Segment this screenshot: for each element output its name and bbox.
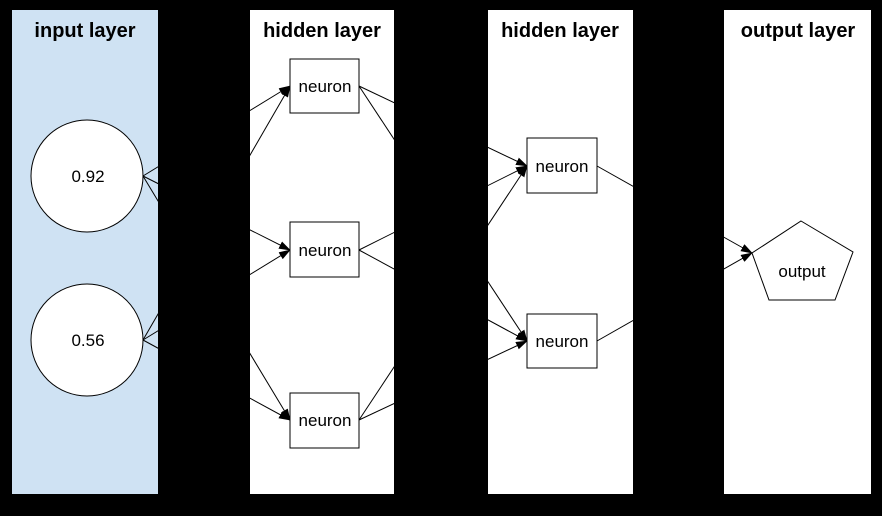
panel-hidden-layer-2-bg [488,10,633,494]
output-pentagon[interactable] [751,220,854,301]
panel-output-layer-title: output layer [741,20,856,42]
panel-input-layer-title: input layer [34,20,135,42]
node-hidden2-neuron-2[interactable]: neuron [526,313,598,369]
panel-hidden-layer-1-title: hidden layer [263,20,381,42]
hidden1-neuron-1-label: neuron [299,77,352,96]
output-label: output [778,262,826,281]
hidden1-neuron-3-box[interactable] [289,392,360,449]
node-input-2[interactable]: 0.56 [30,283,144,397]
panel-input-layer-bg [12,10,158,494]
input-circle-1[interactable] [30,119,144,233]
input-circle-2[interactable] [30,283,144,397]
node-hidden2-neuron-1[interactable]: neuron [526,137,598,194]
node-output[interactable]: output [751,220,854,301]
hidden2-neuron-2-box[interactable] [526,313,598,369]
gap-cover-1 [158,0,250,516]
node-hidden1-neuron-2[interactable]: neuron [289,221,360,278]
hidden2-neuron-1-label: neuron [536,157,589,176]
hidden1-neuron-2-box[interactable] [289,221,360,278]
hidden1-neuron-1-box[interactable] [289,58,360,114]
panel-gap-covers [158,0,724,516]
gap-cover-3 [633,0,724,516]
hidden1-neuron-2-label: neuron [299,241,352,260]
gap-cover-2 [394,0,488,516]
panel-hidden-layer-2: hidden layer [488,10,633,494]
panel-hidden-layer-2-title: hidden layer [501,20,619,42]
panel-input-layer: input layer [12,10,158,494]
hidden1-neuron-3-label: neuron [299,411,352,430]
input-2-value: 0.56 [71,331,104,350]
node-input-1[interactable]: 0.92 [30,119,144,233]
input-1-value: 0.92 [71,167,104,186]
hidden2-neuron-2-label: neuron [536,332,589,351]
hidden2-neuron-1-box[interactable] [526,137,598,194]
node-hidden1-neuron-1[interactable]: neuron [289,58,360,114]
node-hidden1-neuron-3[interactable]: neuron [289,392,360,449]
